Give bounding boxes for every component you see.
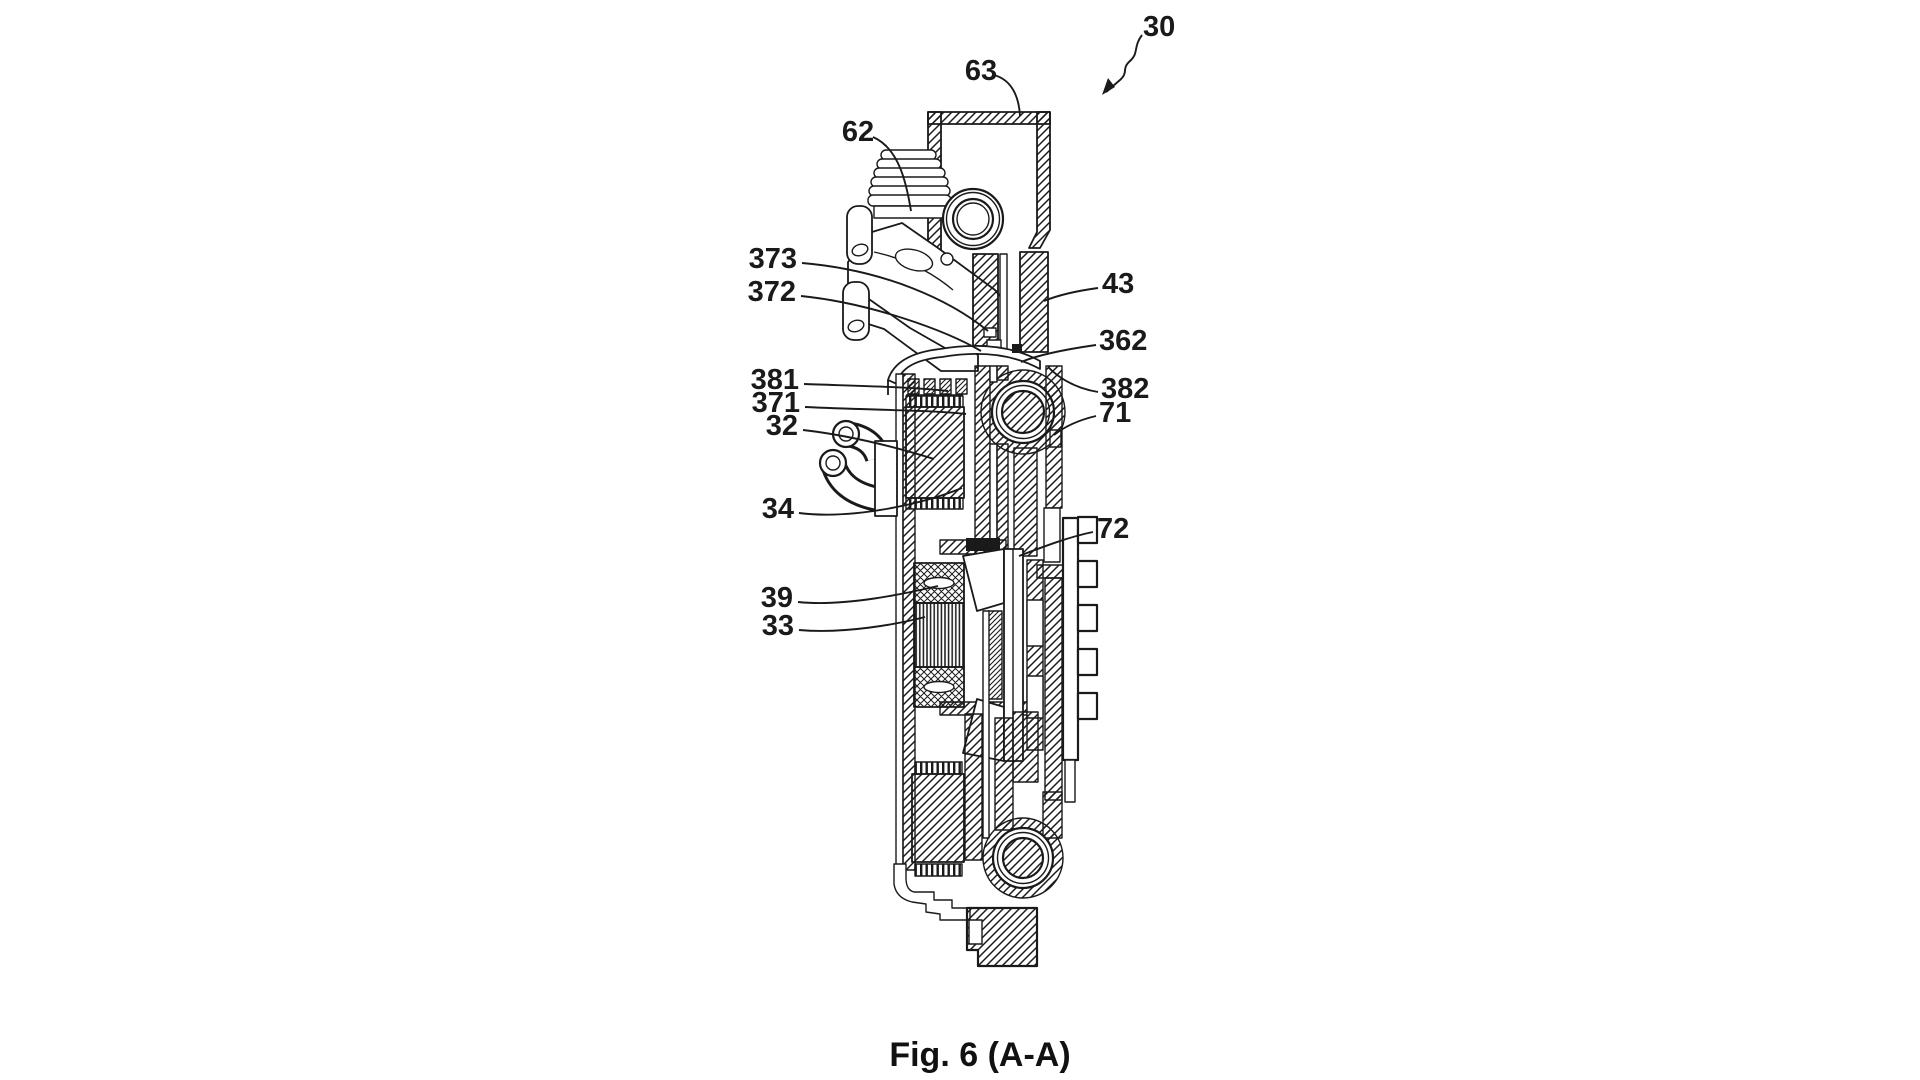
- ref-label-382: 382: [1101, 373, 1149, 405]
- leader-371: [804, 406, 967, 415]
- lower-columns: [964, 711, 1039, 861]
- ref-label-71: 71: [1099, 397, 1131, 429]
- left-housing: [895, 373, 968, 877]
- stator-block-lower: [911, 773, 965, 863]
- output-boss: [965, 906, 1039, 968]
- arrow-head-30: [1102, 78, 1115, 95]
- leader-lines: [797, 34, 1143, 632]
- ref-label-39: 39: [761, 582, 793, 614]
- stator-block-upper: [905, 406, 965, 499]
- right-wall-window: [1043, 507, 1061, 563]
- leader-381: [803, 383, 949, 392]
- bolt-hole-upper: [851, 243, 869, 257]
- ref-label-362: 362: [1099, 325, 1147, 357]
- winding-strip-upper: [905, 395, 964, 408]
- spline-teeth: [1076, 515, 1099, 721]
- inlet-fitting: [867, 149, 952, 219]
- seal-block: [966, 538, 1000, 551]
- ref-label-373: 373: [749, 243, 797, 275]
- right-wall-upper: [1045, 365, 1063, 509]
- hose-flange-block: [874, 440, 898, 517]
- port-ring: [941, 187, 1005, 251]
- lower-bearing: [982, 791, 1064, 899]
- hose-opening-lower: [818, 448, 848, 478]
- leader-33: [798, 616, 926, 632]
- bracket-slot: [894, 248, 934, 272]
- leader-62: [872, 136, 912, 212]
- ref-label-381: 381: [751, 364, 799, 396]
- spline-plate-71: [1061, 516, 1080, 762]
- ref-label-63: 63: [965, 55, 997, 87]
- bearing-block-39a: [913, 562, 965, 604]
- coolant-hoses: [818, 419, 898, 517]
- leader-72: [1018, 531, 1094, 557]
- hose-opening-upper: [831, 419, 861, 449]
- drive-shaft: [972, 251, 1049, 353]
- bottom-housing: [893, 863, 1039, 968]
- ref-label-43: 43: [1102, 268, 1134, 300]
- ref-label-32: 32: [766, 410, 798, 442]
- leader-372: [800, 295, 982, 352]
- ref-label-371: 371: [752, 387, 800, 419]
- ref-label-34: 34: [762, 493, 794, 525]
- leader-32: [802, 429, 935, 460]
- ref-label-72: 72: [1097, 513, 1129, 545]
- ref-label-372: 372: [748, 276, 796, 308]
- leader-382: [1047, 366, 1099, 393]
- seal-ring-373: [983, 327, 997, 338]
- figure-caption: Fig. 6 (A-A): [889, 1036, 1070, 1074]
- leader-43: [1043, 287, 1099, 302]
- ref-label-30: 30: [1143, 11, 1175, 43]
- reference-labels: 30 62 63 373 372 43 362 381 382 371 32 3…: [748, 11, 1176, 642]
- bearing-ball-lower: [1001, 836, 1045, 880]
- gear-assembly: [939, 538, 1044, 839]
- leader-362: [1020, 344, 1097, 363]
- leader-63: [993, 74, 1021, 117]
- bolt-hole-lower: [847, 319, 865, 333]
- leader-71: [1053, 415, 1097, 436]
- right-wall-lower: [1044, 577, 1063, 801]
- leader-373: [801, 262, 989, 332]
- rotor-columns: [974, 365, 1038, 557]
- leader-34: [798, 487, 963, 516]
- ref-label-33: 33: [762, 610, 794, 642]
- tie-rod: [982, 610, 990, 839]
- bearing-ball: [1000, 389, 1046, 435]
- lamination-core-33: [913, 602, 965, 668]
- leader-39: [797, 585, 939, 604]
- ref-label-62: 62: [842, 116, 874, 148]
- sun-gear-hub: [987, 610, 1003, 700]
